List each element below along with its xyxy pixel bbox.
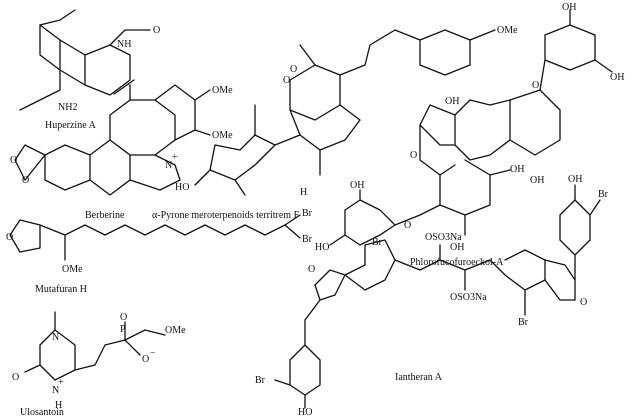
- ulosantoin-structure: N N + H O P O O − OMe Ulosantoin: [12, 311, 186, 417]
- atom-ome-2: OMe: [212, 130, 233, 141]
- atom-n-plus-ulo: N: [52, 385, 59, 396]
- atom-br-2: Br: [302, 234, 313, 245]
- atom-nh: NH: [117, 39, 131, 50]
- atom-oh-3: OH: [445, 96, 459, 107]
- atom-o-p: O: [120, 312, 127, 323]
- caption-mutafuran-h: Mutafuran H: [35, 284, 87, 295]
- atom-o-benzofuran-2: O: [580, 297, 587, 308]
- atom-oh-2: OH: [610, 72, 624, 83]
- iantheran-a-structure: Br O OSO3Na OSO3Na O Br Br OH Br HO Iant…: [255, 174, 609, 417]
- huperzine-a-structure: NH O NH2 Huperzine A: [19, 9, 160, 131]
- atom-o: O: [153, 25, 160, 36]
- atom-br-bottom: Br: [518, 317, 529, 328]
- atom-h: H: [300, 187, 307, 198]
- charge-plus: +: [172, 152, 178, 163]
- atom-ho-2: HO: [315, 242, 329, 253]
- atom-o-2: O: [22, 175, 29, 186]
- atom-ho: HO: [175, 182, 189, 193]
- charge-plus-ulo: +: [58, 377, 64, 388]
- atom-nh2: NH2: [58, 102, 77, 113]
- berberine-structure: OMe OMe N + O O Berberine: [10, 84, 233, 221]
- atom-br-1: Br: [302, 208, 313, 219]
- caption-phlorofucofuroeckol-a: Phlorofucofuroeckol-A: [410, 257, 504, 268]
- atom-o-1: O: [10, 155, 17, 166]
- atom-o-minus: O: [142, 354, 149, 365]
- atom-p: P: [120, 324, 126, 335]
- atom-o-thf: O: [6, 232, 13, 243]
- mutafuran-h-structure: O OMe Br Br Mutafuran H: [6, 208, 313, 295]
- atom-ho-left: HO: [298, 407, 312, 417]
- atom-ome-1: OMe: [212, 85, 233, 96]
- atom-o-benzofuran-1: O: [308, 264, 315, 275]
- atom-oh-7: OH: [350, 180, 364, 191]
- caption-berberine: Berberine: [85, 210, 125, 221]
- atom-o-ulo: O: [12, 372, 19, 383]
- atom-ome: OMe: [497, 25, 518, 36]
- atom-oh-4: OH: [530, 175, 544, 186]
- atom-n-1: N: [52, 332, 59, 343]
- atom-o-ether-2: O: [404, 220, 411, 231]
- atom-oh-1: OH: [562, 2, 576, 13]
- atom-n-plus: N: [165, 160, 172, 171]
- atom-o-carbonyl: O: [290, 64, 297, 75]
- atom-o-furan: O: [410, 150, 417, 161]
- atom-oso3na-2: OSO3Na: [450, 292, 487, 303]
- atom-h-ulo: H: [55, 400, 62, 411]
- atom-oh-6: OH: [450, 242, 464, 253]
- atom-oh-right: OH: [568, 174, 582, 185]
- caption-territrem-f: α-Pyrone meroterpenoids territrem F: [152, 210, 300, 221]
- territrem-f-structure: O O H HO OMe α-Pyrone meroterpenoids ter…: [152, 25, 518, 221]
- atom-ome-ulo: OMe: [165, 325, 186, 336]
- atom-o-ring: O: [283, 75, 290, 86]
- caption-huperzine-a: Huperzine A: [45, 120, 97, 131]
- charge-minus: −: [150, 348, 156, 359]
- atom-oso3na-1: OSO3Na: [425, 232, 462, 243]
- caption-iantheran-a: Iantheran A: [395, 372, 443, 383]
- atom-oh-5: OH: [510, 164, 524, 175]
- atom-ome-mutafuran: OMe: [62, 264, 83, 275]
- atom-br-right: Br: [598, 189, 609, 200]
- atom-br-top: Br: [372, 237, 383, 248]
- caption-ulosantoin: Ulosantoin: [20, 407, 64, 417]
- atom-o-ether: O: [532, 80, 539, 91]
- atom-br-left: Br: [255, 375, 266, 386]
- phlorofucofuroeckol-a-structure: OH OH OH OH OH OH OH HO O O O Phlorofuco…: [315, 2, 624, 268]
